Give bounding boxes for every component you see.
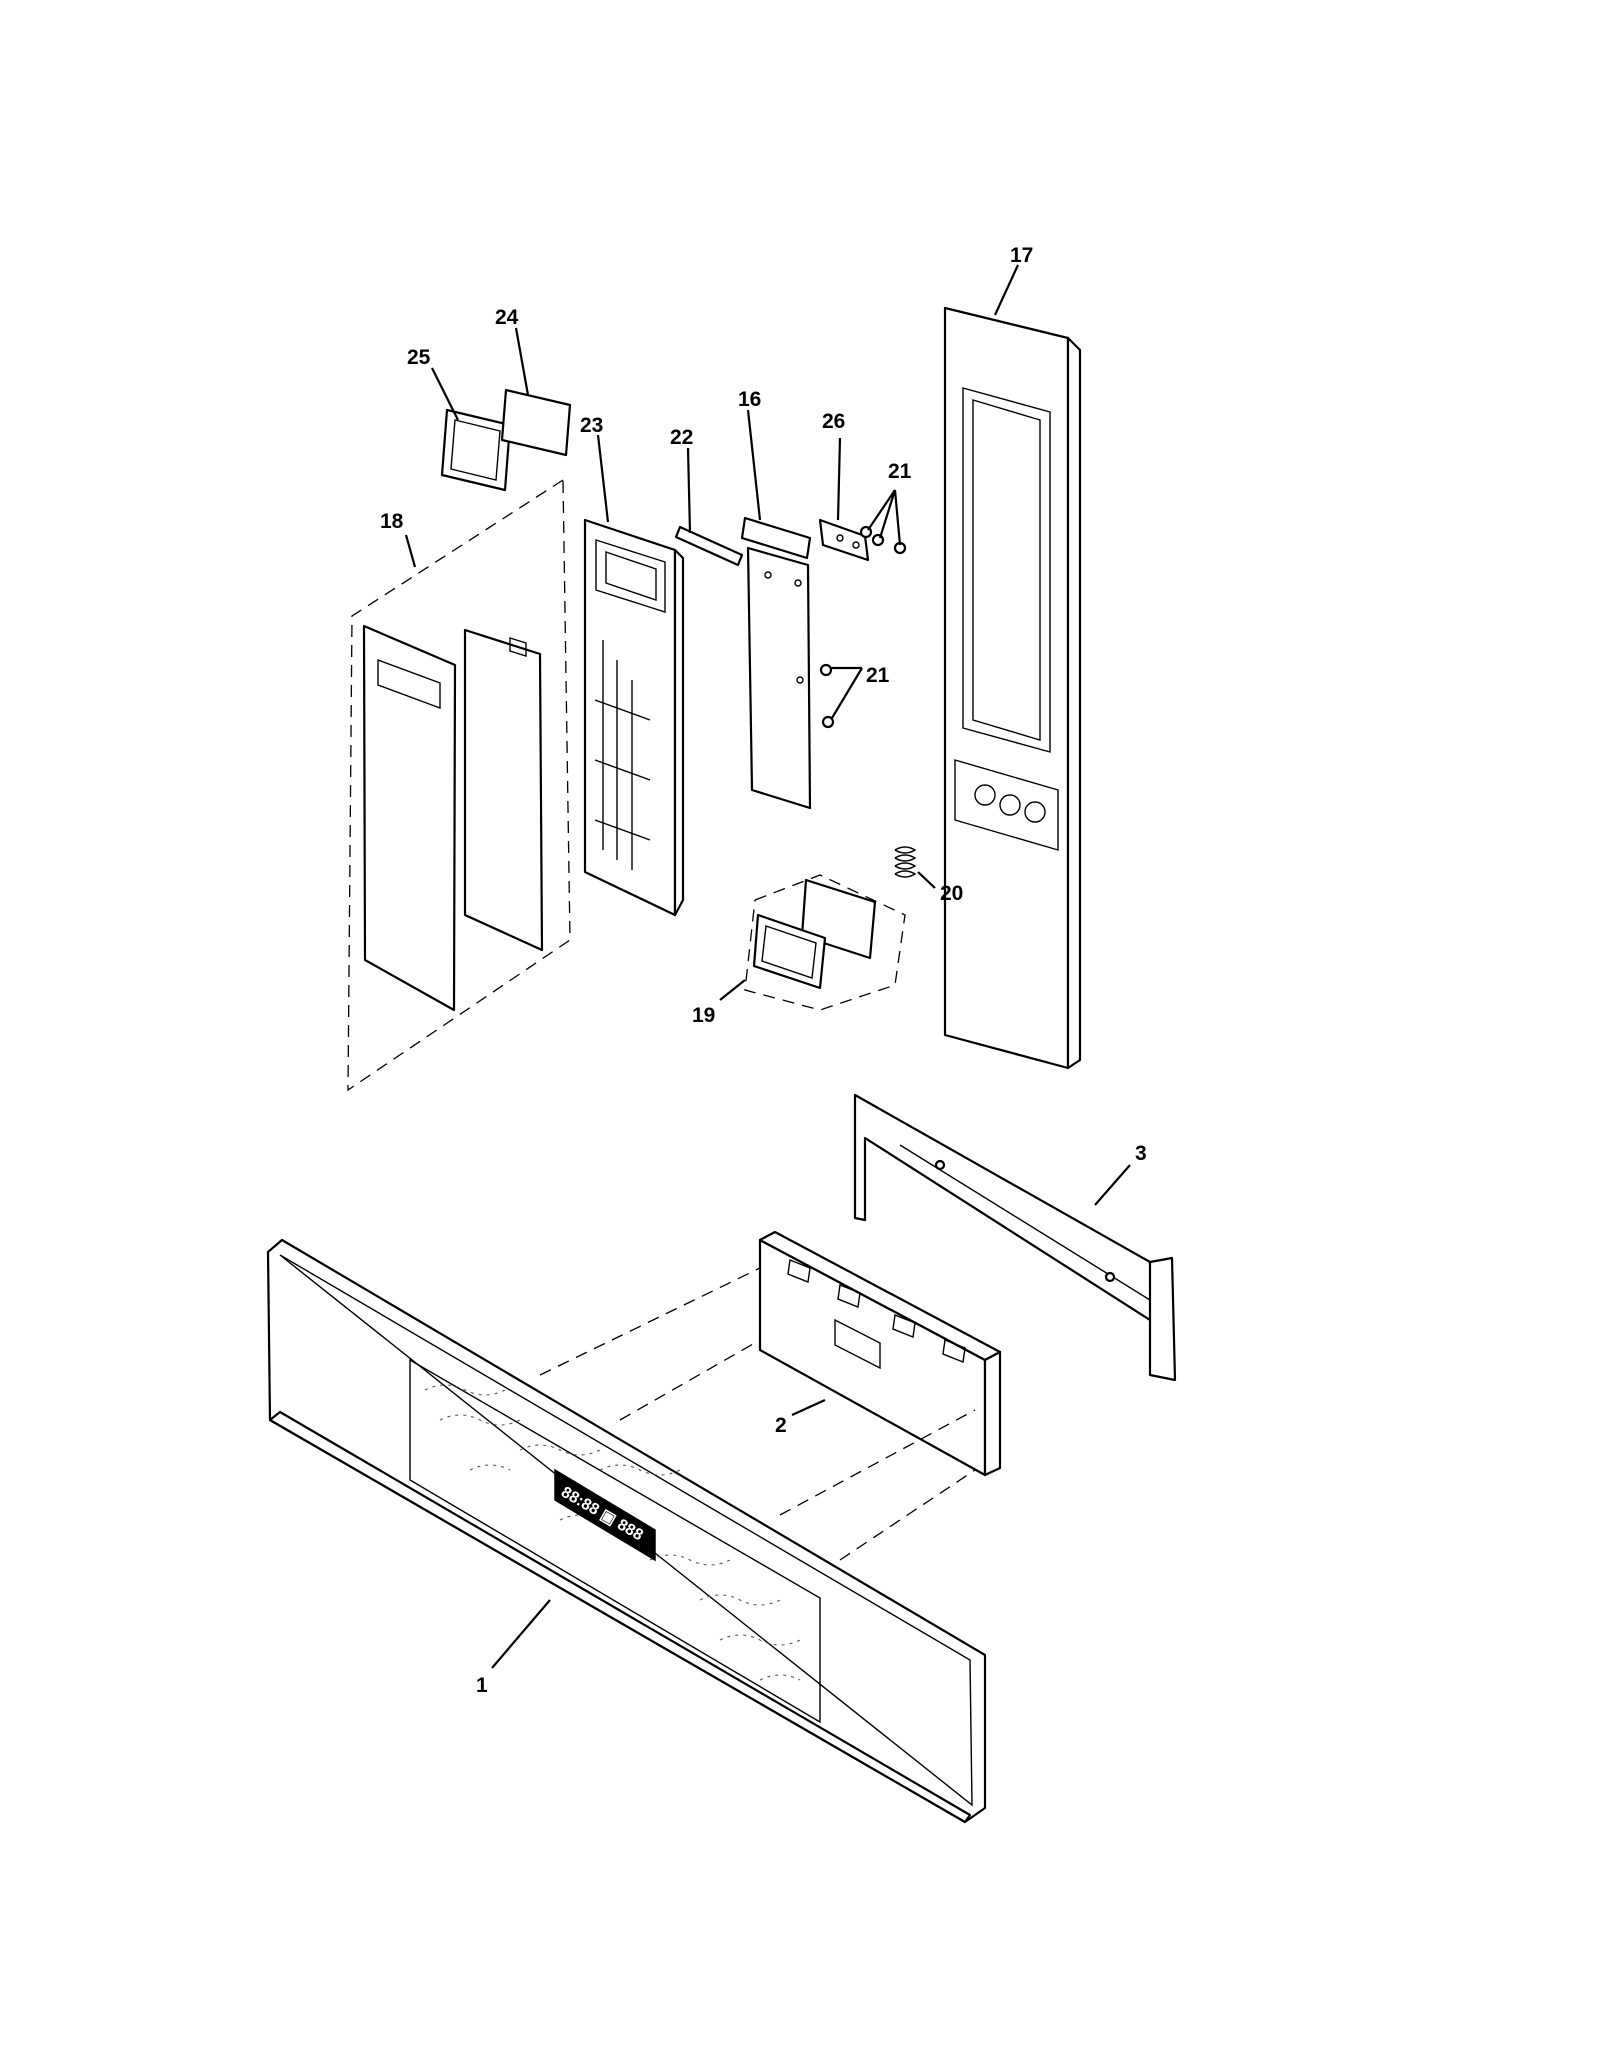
callout-labels: 17 24 25 23 22 16 26 21 21 18 20 19 3 2 … [380,244,1147,1697]
callout-22: 22 [670,426,693,449]
part-18-overlay-group [347,479,571,1092]
part-24-display-lens [500,388,572,457]
callout-2: 2 [775,1414,787,1437]
callout-20: 20 [940,882,963,905]
callout-18: 18 [380,510,404,533]
part-3-trim-bracket [853,1093,1177,1382]
part-22-connector-strip [674,525,744,567]
part-19-button-group [744,874,906,1011]
callout-3: 3 [1135,1142,1147,1165]
callout-17: 17 [1010,244,1033,267]
part-16-control-board [740,516,812,810]
part-25-display-bezel [440,408,512,492]
part-20-spring [894,846,917,878]
callout-23: 23 [580,414,603,437]
part-26-bracket [818,518,870,562]
part-1-control-panel: 88:88 ▣ 888 [266,1238,987,1824]
part-17-door-frame [943,306,1082,1070]
part-23-switch-frame [583,518,685,917]
callout-24: 24 [495,306,519,329]
callout-21-mid: 21 [866,664,890,687]
callout-26: 26 [822,410,845,433]
callout-19: 19 [692,1004,715,1027]
callout-16: 16 [738,388,761,411]
leader-lines [404,264,1131,1669]
assembly-guide-lines [539,1267,976,1561]
callout-21-top: 21 [888,460,912,483]
callout-25: 25 [407,346,431,369]
part-2-electronic-control [758,1230,1002,1477]
callout-1: 1 [476,1674,488,1697]
